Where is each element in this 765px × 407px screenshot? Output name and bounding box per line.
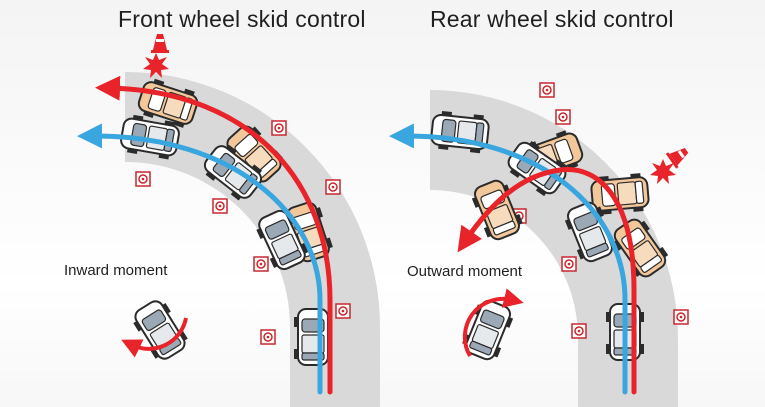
front-wheel-title: Front wheel skid control (118, 6, 366, 32)
road-marker-icon (260, 329, 276, 345)
inward-moment-label: Inward moment (64, 262, 168, 279)
rear-wheel-title: Rear wheel skid control (430, 6, 674, 32)
traffic-cone-icon (151, 34, 169, 53)
intended-path-right (389, 123, 628, 395)
rear-wheel-panel (389, 82, 689, 407)
intended-path-left (77, 123, 323, 395)
skid-path-left (95, 75, 333, 395)
road-marker-icon (271, 120, 287, 136)
road-marker-icon (325, 179, 341, 195)
road-marker-icon (571, 323, 587, 339)
traffic-cone-icon (665, 147, 689, 169)
controlled-car (293, 308, 333, 366)
road-marker-icon (673, 309, 689, 325)
road-marker-icon (212, 198, 228, 214)
skid-path-right (457, 167, 637, 395)
road-marker-icon (561, 256, 577, 272)
controlled-car (429, 109, 491, 155)
road-marker-icon (253, 256, 269, 272)
front-wheel-panel (77, 34, 380, 407)
road-marker-icon (555, 109, 571, 125)
rotation-arrow-icon (121, 317, 188, 358)
rotation-arrow-icon (462, 288, 524, 358)
outward-moment-label: Outward moment (407, 263, 523, 280)
road-marker-icon (335, 303, 351, 319)
road-marker-icon (539, 82, 555, 98)
road-marker-icon (135, 171, 151, 187)
